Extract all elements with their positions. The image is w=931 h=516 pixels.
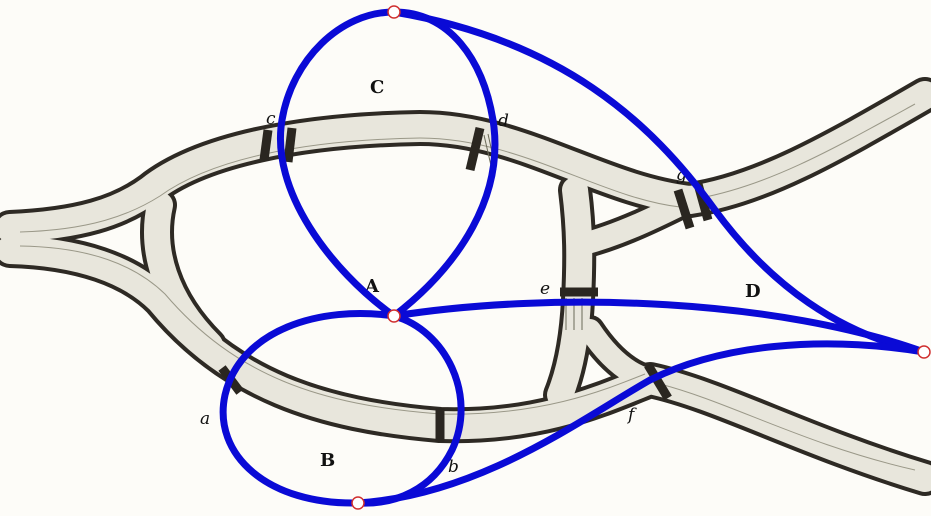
bridge-label-a: a bbox=[200, 409, 210, 429]
region-label-b: B bbox=[320, 450, 335, 471]
graph-edges bbox=[219, 8, 928, 507]
bridge-labels: a b c d e f g bbox=[200, 109, 687, 477]
water-lines bbox=[19, 103, 916, 471]
bridge-label-f: f bbox=[626, 405, 637, 425]
bridge-label-e: e bbox=[540, 279, 550, 299]
bridge-label-g: g bbox=[676, 165, 687, 185]
bridge-f-marker bbox=[644, 362, 672, 401]
vertex-a bbox=[387, 309, 401, 323]
edge-a-d bbox=[390, 298, 928, 356]
edge-a-c-right bbox=[390, 8, 499, 320]
graph-vertices bbox=[351, 5, 931, 510]
vertex-b bbox=[351, 496, 365, 510]
river bbox=[0, 77, 931, 496]
edge-c-d bbox=[390, 8, 928, 356]
vertex-c bbox=[387, 5, 401, 19]
edge-a-b-left bbox=[219, 310, 398, 507]
edge-b-d bbox=[354, 340, 928, 507]
bridge-label-d: d bbox=[498, 111, 509, 131]
region-label-c: C bbox=[370, 77, 384, 98]
bridge-c-marker bbox=[259, 127, 297, 163]
region-label-d: D bbox=[745, 281, 761, 302]
vertex-d bbox=[917, 345, 931, 359]
bridge-label-c: c bbox=[266, 109, 276, 129]
edge-a-c-left bbox=[277, 8, 398, 320]
bridge-label-b: b bbox=[448, 457, 459, 477]
